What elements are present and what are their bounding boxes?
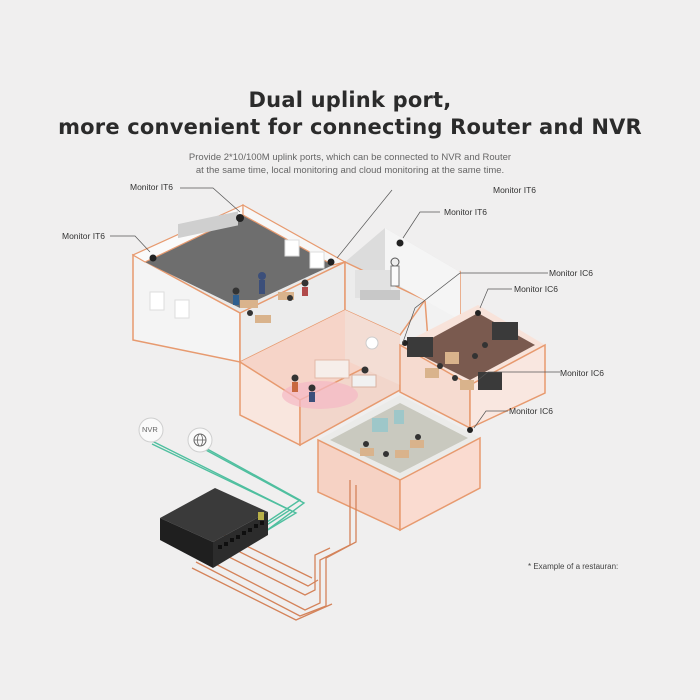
nvr-badge — [138, 417, 164, 443]
room-lobby — [239, 310, 401, 447]
title-line-1: Dual uplink port, — [248, 88, 452, 112]
subtitle-line-2: at the same time, local monitoring and c… — [195, 165, 505, 176]
subtitle-line-1: Provide 2*10/100M uplink ports, which ca… — [188, 152, 512, 163]
nvr-label: NVR — [142, 425, 158, 434]
globe-icon — [187, 427, 213, 453]
footnote: * Example of a restauran: — [528, 562, 619, 571]
room-dining-left — [131, 203, 347, 364]
label-monitor-ic6-1: Monitor IC6 — [549, 268, 593, 278]
label-monitor-it6-top: Monitor IT6 — [130, 182, 173, 192]
label-monitor-ic6-2: Monitor IC6 — [514, 284, 558, 294]
room-kitchen — [344, 228, 461, 342]
label-monitor-ic6-4: Monitor IC6 — [509, 406, 553, 416]
poe-switch — [160, 488, 268, 568]
label-monitor-it6-right: Monitor IT6 — [493, 185, 536, 195]
title-line-2: more convenient for connecting Router an… — [58, 115, 642, 139]
label-monitor-ic6-3: Monitor IC6 — [560, 368, 604, 378]
label-monitor-it6-left: Monitor IT6 — [62, 231, 105, 241]
label-monitor-it6-kitchen: Monitor IT6 — [444, 207, 487, 217]
room-dining-right — [399, 305, 546, 430]
label-leaders — [110, 187, 560, 429]
room-dining-front — [317, 395, 481, 532]
uplink-cables — [149, 439, 306, 535]
